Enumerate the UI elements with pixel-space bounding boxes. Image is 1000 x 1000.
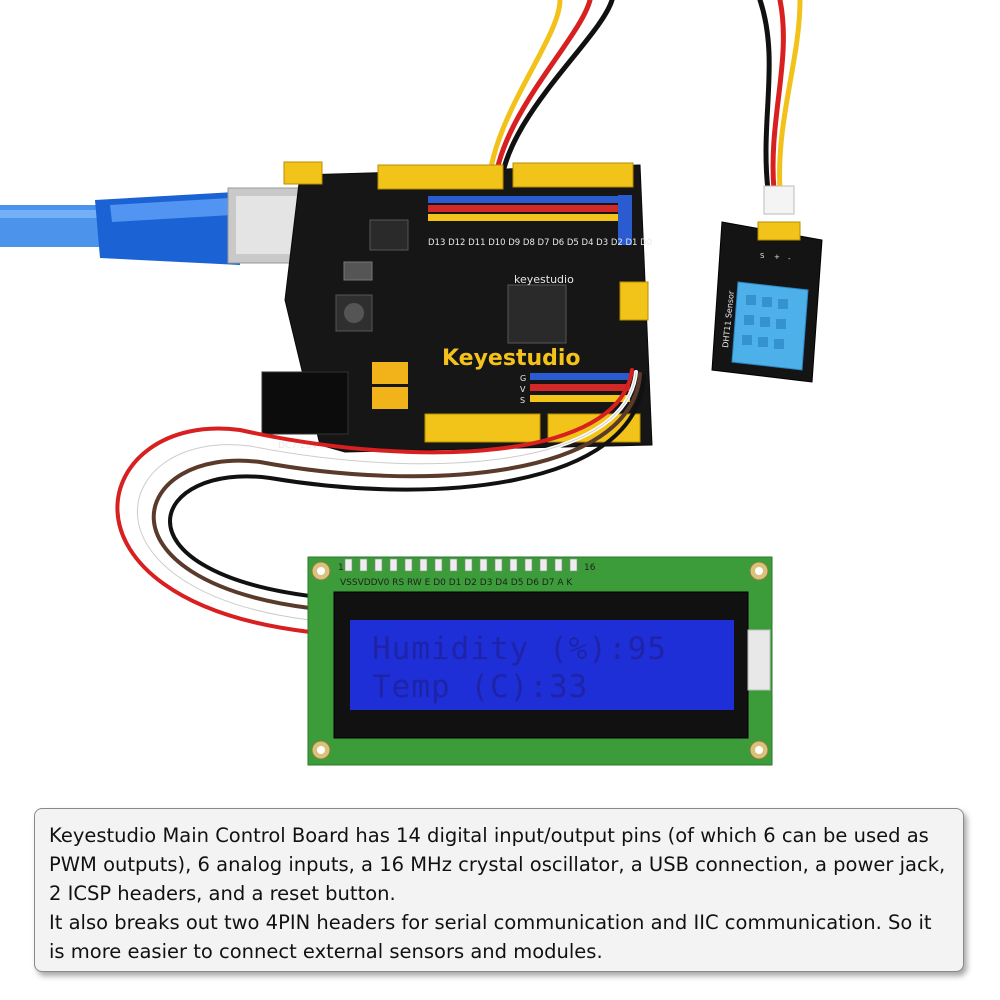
caption-paragraph-2: It also breaks out two 4PIN headers for … — [49, 911, 932, 963]
product-photo: D13 D12 D11 D10 D9 D8 D7 D6 D5 D4 D3 D2 … — [0, 0, 823, 766]
lcd-pin-labels: VSSVDDV0 RS RW E D0 D1 D2 D3 D4 D5 D6 D7… — [340, 578, 573, 588]
digital-pin-labels: D13 D12 D11 D10 D9 D8 D7 D6 D5 D4 D3 D2 … — [428, 238, 652, 248]
mcu-chip — [507, 284, 567, 344]
board-brand-large: Keyestudio — [442, 346, 581, 371]
sensor-pin-s: S — [760, 252, 765, 260]
gvs-label-v: V — [520, 385, 526, 394]
caption-paragraph-1: Keyestudio Main Control Board has 14 dig… — [49, 824, 946, 905]
lcd-pin-one: 1 — [338, 563, 344, 573]
sensor-pin-plus: + — [774, 253, 780, 261]
lcd-screen — [350, 620, 734, 710]
sensor-pin-minus: - — [788, 255, 791, 263]
lcd-pin-sixteen: 16 — [584, 563, 596, 573]
gvs-label-g: G — [520, 374, 526, 383]
board-brand-small: keyestudio — [514, 273, 574, 286]
pin-strip-digital — [428, 195, 632, 245]
dht11-sensor-module: S + - DHT11 Sensor — [711, 185, 823, 383]
power-label: DC7-20V — [278, 441, 319, 451]
gvs-label-s: S — [520, 396, 525, 405]
gvs-pin-strip — [530, 373, 630, 402]
lcd1602-module: 1 16 VSSVDDV0 RS RW E D0 D1 D2 D3 D4 D5 … — [307, 556, 773, 766]
reset-button — [343, 261, 373, 281]
power-jack — [261, 371, 349, 435]
caption-box: Keyestudio Main Control Board has 14 dig… — [34, 808, 964, 972]
lcd-line-2: Temp (C):33 — [372, 669, 588, 705]
usb-cable — [0, 187, 329, 265]
main-control-board: D13 D12 D11 D10 D9 D8 D7 D6 D5 D4 D3 D2 … — [261, 161, 653, 453]
lcd-line-1: Humidity (%):95 — [372, 631, 667, 667]
lcd-wires — [115, 368, 646, 634]
